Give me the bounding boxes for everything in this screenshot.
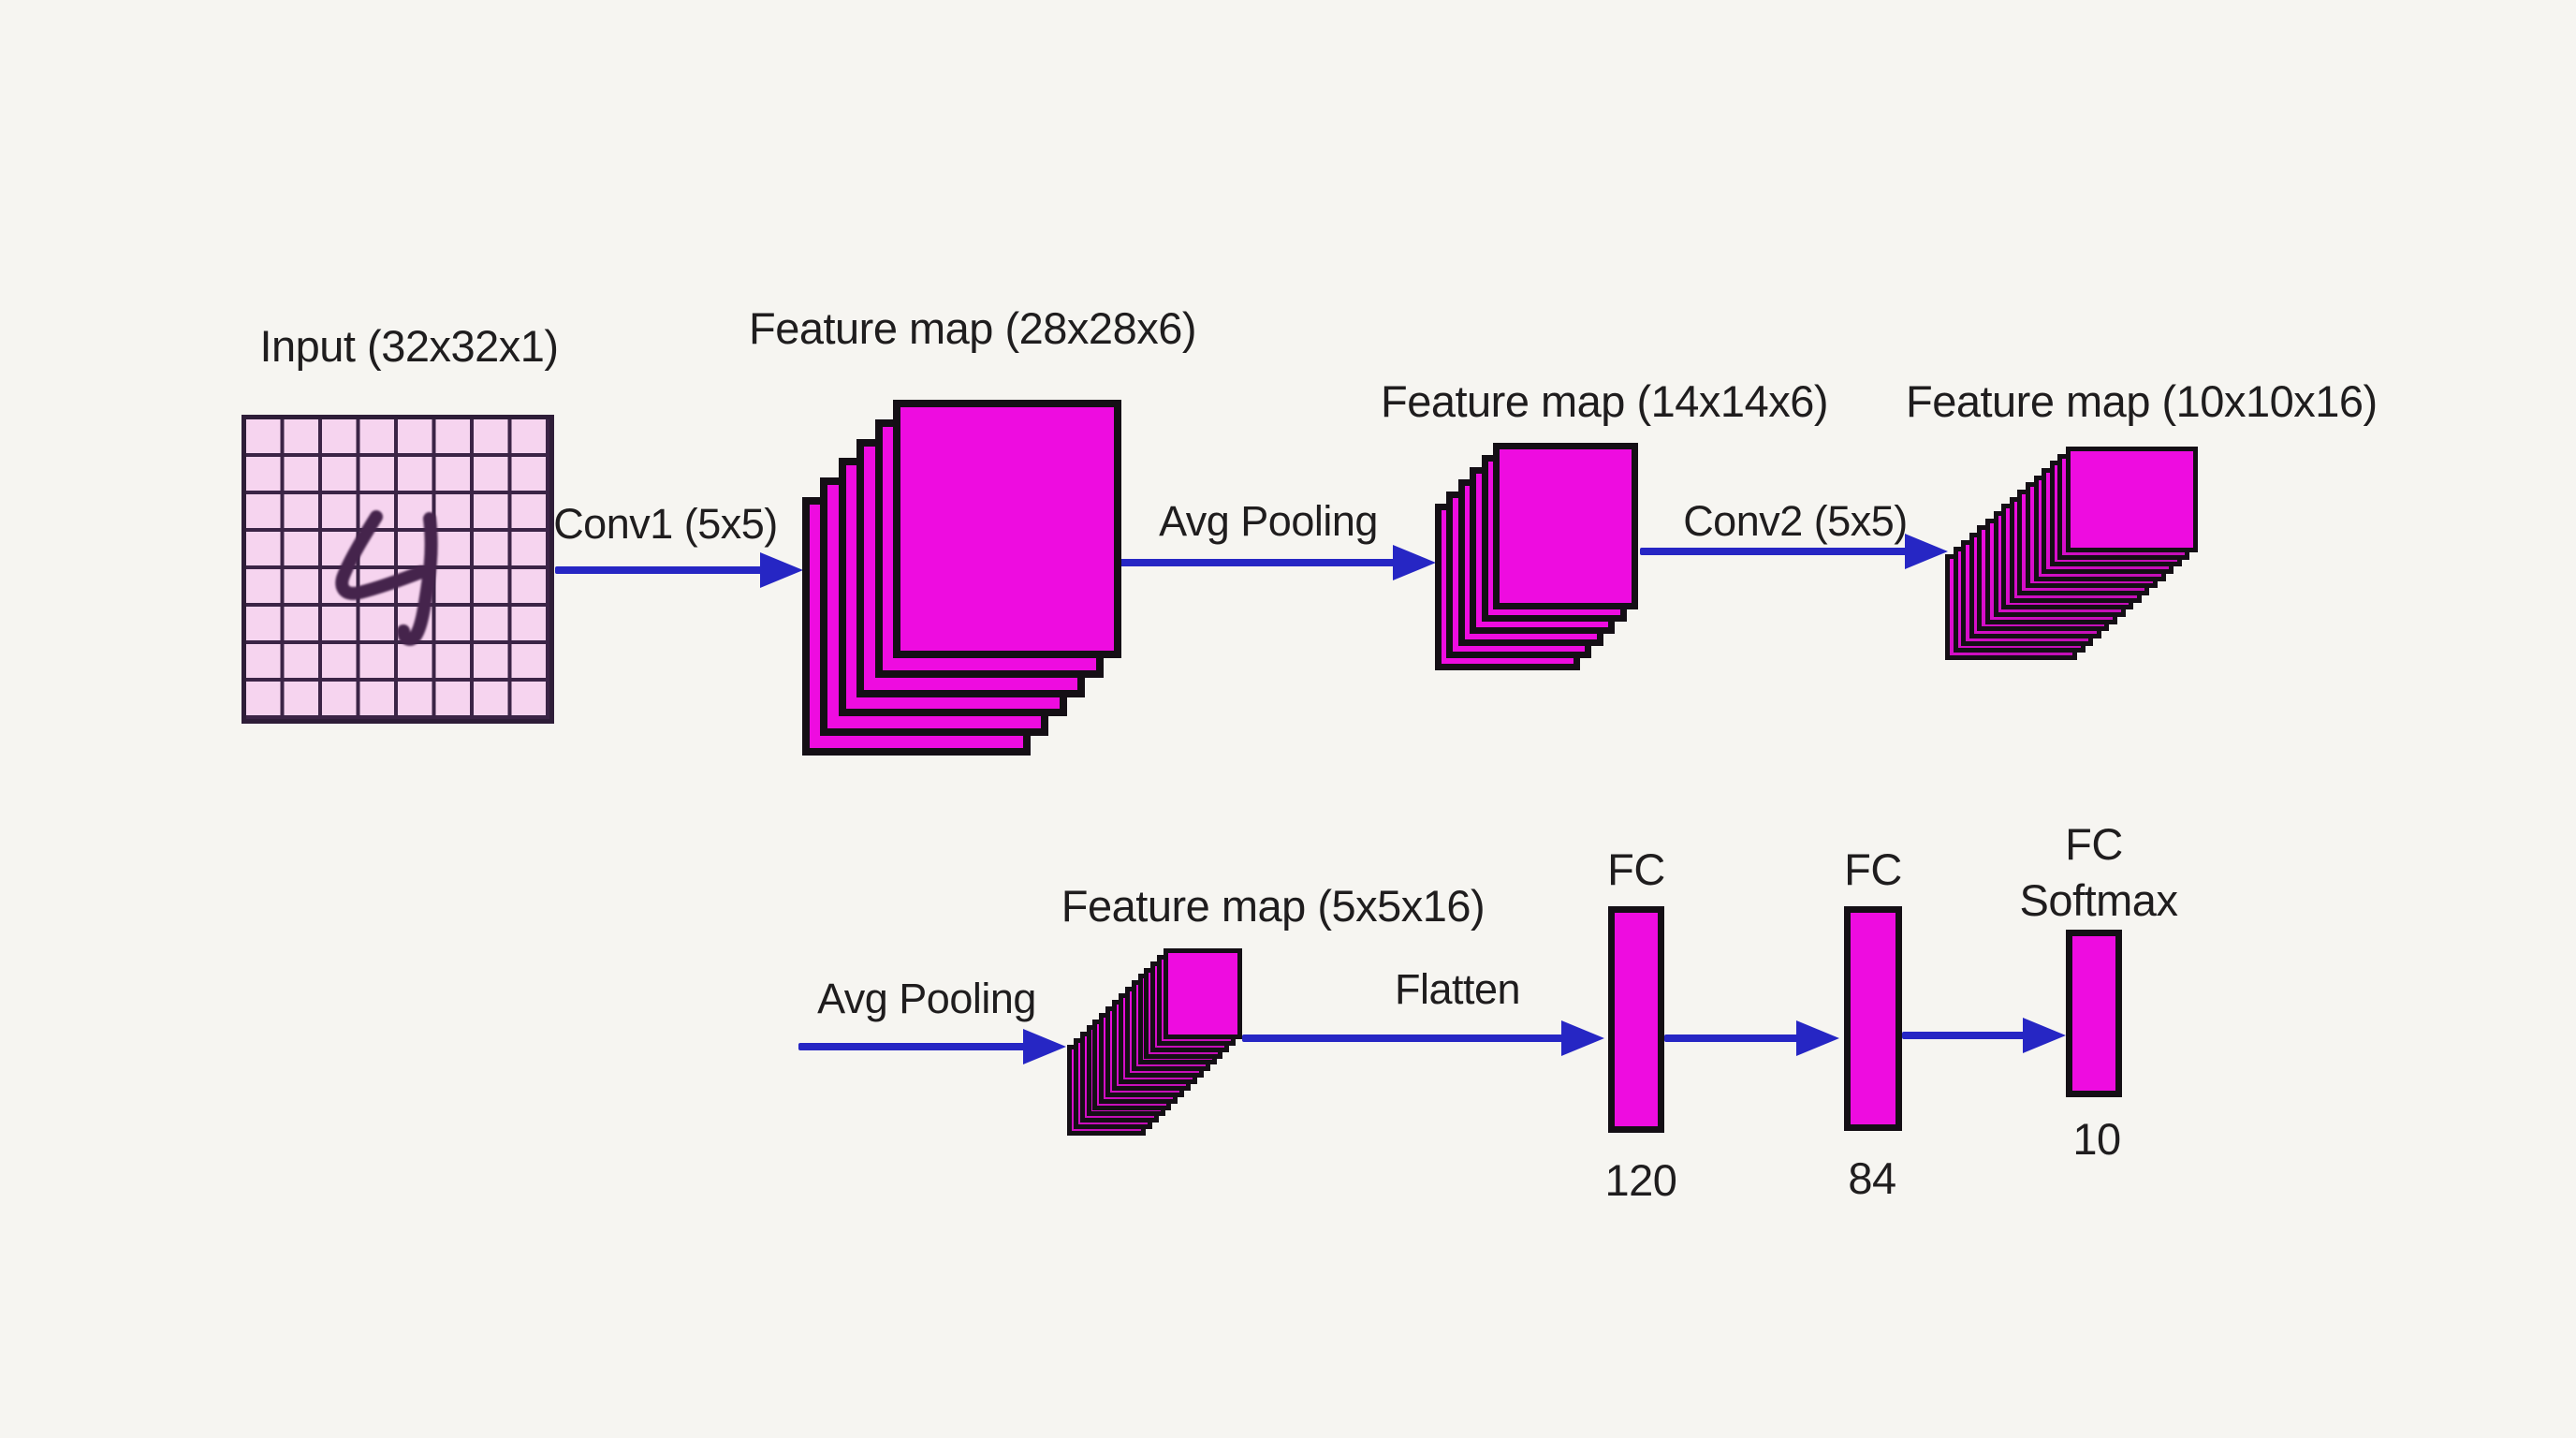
feature-map-sheet: [2066, 447, 2198, 552]
input-grid: [242, 415, 554, 724]
feature-map-sheet: [1493, 443, 1638, 609]
arrow-shaft: [1242, 1034, 1571, 1042]
avg-pooling2-label: Avg Pooling: [817, 975, 1036, 1022]
arrowhead-icon: [1393, 545, 1436, 580]
fc2-label: FC: [1844, 844, 1902, 894]
flatten-label: Flatten: [1394, 965, 1521, 1013]
flatten-arrow: [1242, 1020, 1604, 1056]
fc3-label: FC: [2065, 819, 2123, 869]
input-title: Input (32x32x1): [259, 321, 559, 371]
feature-map1-title: Feature map (28x28x6): [748, 303, 1197, 353]
fc1-to-fc2-arrow: [1664, 1020, 1839, 1056]
feature-map-stack-5x5x16: [1067, 948, 1243, 1137]
fc3-bar: [2066, 930, 2122, 1097]
conv2-arrow: [1640, 534, 1948, 569]
feature-map-stack-28x28x6: [802, 400, 1121, 756]
fc1-units: 120: [1604, 1155, 1677, 1205]
fc1-label: FC: [1607, 844, 1665, 894]
arrow-shaft: [1120, 559, 1402, 566]
avg-pooling2-arrow: [798, 1029, 1066, 1064]
arrowhead-icon: [1561, 1020, 1604, 1056]
arrowhead-icon: [1905, 534, 1948, 569]
fc1-bar: [1608, 906, 1664, 1133]
feature-map4-title: Feature map (5x5x16): [1061, 881, 1486, 931]
arrow-shaft: [798, 1043, 1032, 1050]
arrowhead-icon: [1023, 1029, 1066, 1064]
arrow-shaft: [555, 566, 769, 574]
fc3-softmax-label: Softmax: [2019, 875, 2178, 925]
arrowhead-icon: [2023, 1018, 2066, 1053]
fc3-units: 10: [2072, 1114, 2121, 1164]
fc2-units: 84: [1848, 1153, 1896, 1203]
feature-map-stack-14x14x6: [1435, 443, 1638, 670]
feature-map-stack-10x10x16: [1945, 447, 2198, 661]
avg-pooling1-arrow: [1120, 545, 1436, 580]
feature-map-sheet: [1164, 948, 1243, 1039]
feature-map3-title: Feature map (10x10x16): [1906, 376, 2378, 426]
fc2-bar: [1844, 906, 1902, 1131]
arrow-shaft: [1902, 1032, 2032, 1039]
arrow-shaft: [1664, 1034, 1806, 1042]
conv2-label: Conv2 (5x5): [1683, 497, 1908, 545]
arrow-shaft: [1640, 548, 1914, 555]
feature-map2-title: Feature map (14x14x6): [1380, 376, 1829, 426]
conv1-label: Conv1 (5x5): [553, 500, 778, 548]
conv1-arrow: [555, 552, 803, 588]
feature-map-sheet: [893, 400, 1121, 658]
digit-4-glyph: [335, 510, 438, 646]
avg-pooling1-label: Avg Pooling: [1159, 497, 1378, 545]
fc2-to-fc3-arrow: [1902, 1018, 2066, 1053]
arrowhead-icon: [1796, 1020, 1839, 1056]
arrowhead-icon: [760, 552, 803, 588]
